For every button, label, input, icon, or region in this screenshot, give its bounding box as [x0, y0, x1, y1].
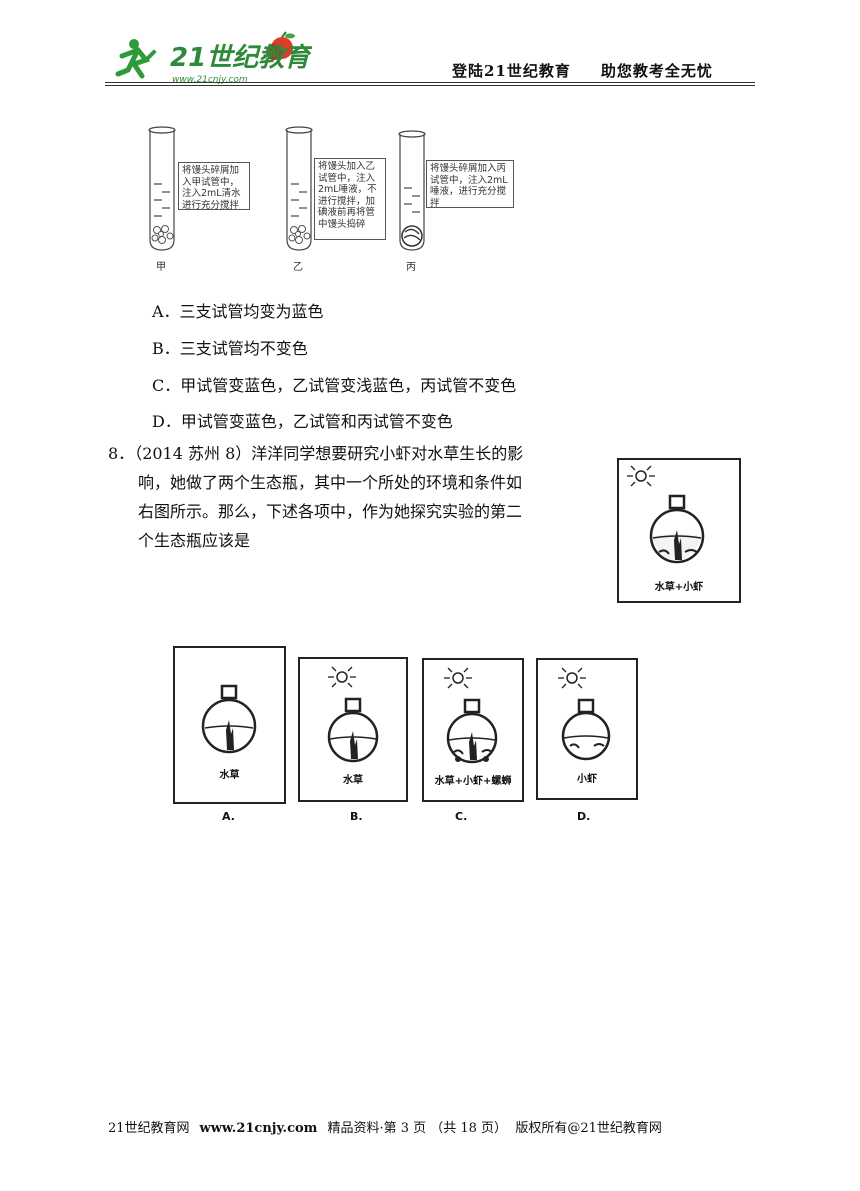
header-slogan: 登陆21世纪教育 助您教考全无忧: [452, 60, 713, 81]
footer-site-link[interactable]: www.21cnjy.com: [199, 1121, 318, 1136]
q8-number: 8．: [108, 444, 135, 463]
q8-letter-a: A.: [222, 810, 235, 823]
q8-line-1: （2014 苏州 8）洋洋同学想要研究小虾对水草生长的影: [134, 444, 524, 463]
header-divider-thin: [105, 85, 755, 86]
reference-ecobottle-card: 水草+小虾: [617, 458, 741, 603]
q8-card-b-label: 水草: [343, 775, 363, 786]
q8-option-card-b: 水草: [298, 657, 408, 802]
tube-note-3: 将馒头碎屑加入丙试管中，注入2mL唾液，进行充分搅拌: [426, 160, 514, 209]
question-8: 8．（2014 苏州 8）洋洋同学想要研究小虾对水草生长的影 响，她做了两个生态…: [108, 439, 598, 555]
q7-option-b: B．三支试管均不变色: [152, 339, 308, 358]
slogan-right: 助您教考全无忧: [600, 62, 713, 80]
q8-letter-b: B.: [350, 810, 363, 823]
tube-note-1: 将馒头碎屑加入甲试管中，注入2mL清水进行充分搅拌: [178, 162, 250, 211]
logo-text: 21世纪教育: [170, 43, 312, 73]
bottle-with-sun-icon: [444, 667, 498, 764]
logo-url: www.21cnjy.com: [172, 75, 248, 85]
q8-letter-c: C.: [455, 810, 468, 823]
q8-letter-d: D.: [577, 810, 591, 823]
q8-card-a-label: 水草: [219, 770, 240, 781]
reference-card-label: 水草+小虾: [654, 582, 704, 593]
q7-option-d: D．甲试管变蓝色，乙试管和丙试管不变色: [152, 412, 453, 431]
header-divider: [105, 82, 755, 83]
q7-option-c: C．甲试管变蓝色，乙试管变浅蓝色，丙试管不变色: [152, 376, 517, 395]
q8-option-card-d: 小虾: [536, 658, 638, 800]
page-footer: 21世纪教育网 www.21cnjy.com 精品资料·第 3 页 （共 18 页）…: [108, 1117, 662, 1136]
tube-label-1: 甲: [156, 262, 166, 273]
tube-label-2: 乙: [293, 262, 303, 273]
q8-line-2: 响，她做了两个生态瓶，其中一个所处的环境和条件如: [138, 473, 523, 492]
bottle-with-sun-icon: [327, 666, 379, 763]
slogan-left: 登陆21世纪教育: [452, 62, 571, 80]
test-tubes-drawing: [148, 126, 426, 251]
q8-card-d-label: 小虾: [577, 774, 597, 785]
q8-card-c-label: 水草+小虾+螺蛳: [434, 776, 512, 787]
q7-option-a: A．三支试管均变为蓝色: [152, 302, 324, 321]
q8-line-3: 右图所示。那么，下述各项中，作为她探究实验的第二: [138, 502, 523, 521]
sun-and-bottle-icon: [627, 465, 705, 564]
tube-note-2: 将馒头加入乙试管中，注入2mL唾液，不进行搅拌，加碘液前再将管中馒头捣碎: [314, 158, 386, 240]
test-tube-figure: 将馒头碎屑加入甲试管中，注入2mL清水进行充分搅拌 将馒头加入乙试管中，注入2m…: [140, 122, 530, 273]
runner-logo-icon: 21世纪教育 www.21cnjy.com: [115, 31, 314, 85]
q8-option-card-a: 水草: [173, 646, 286, 804]
tube-label-3: 丙: [406, 262, 416, 273]
bottle-with-sun-icon: [558, 667, 611, 761]
site-logo: 21世纪教育 www.21cnjy.com: [112, 30, 314, 90]
footer-copyright: 版权所有@21世纪教育网: [515, 1121, 662, 1136]
footer-left: 21世纪教育网: [108, 1121, 190, 1136]
q8-line-4: 个生态瓶应该是: [138, 531, 251, 550]
footer-page-info: 精品资料·第 3 页 （共 18 页）: [327, 1121, 508, 1136]
q8-option-card-c: 水草+小虾+螺蛳: [422, 658, 524, 802]
bottle-no-sun-icon: [201, 684, 257, 754]
